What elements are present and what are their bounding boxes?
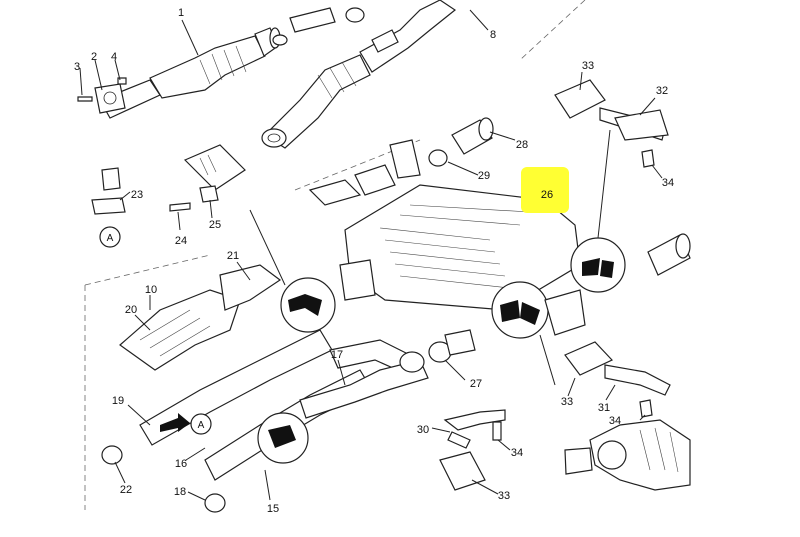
highlight-part-26: [521, 167, 569, 213]
part-label-8: 8: [490, 29, 496, 41]
detail-circle-hanger-right: [570, 129, 626, 293]
part-label-20: 20: [125, 304, 137, 316]
part-label-22: 22: [120, 484, 132, 496]
part-label-27: 27: [470, 378, 482, 390]
part-label-30: 30: [417, 424, 429, 436]
callout-a-upper: A: [99, 226, 121, 248]
callout-a-lower: A: [190, 413, 212, 435]
hanger-mid-right: [564, 341, 671, 418]
part-label-1: 1: [178, 7, 184, 19]
leader-lines: [79, 9, 663, 501]
part-label-18: 18: [174, 486, 186, 498]
part-label-2: 2: [91, 51, 97, 63]
arrow-to-a: [160, 413, 190, 432]
detail-circle-pipe-joint: [257, 412, 309, 464]
part-label-31: 31: [598, 402, 610, 414]
heat-shield-mount: [169, 144, 246, 212]
detail-circle-clamp: [491, 281, 586, 386]
part-label-24: 24: [175, 235, 187, 247]
gasket-and-bolts: [77, 77, 127, 114]
tailpipe-lower-right: [564, 419, 691, 491]
part-label-26: 26: [541, 189, 553, 201]
part-label-4: 4: [111, 51, 117, 63]
part-label-29: 29: [478, 170, 490, 182]
part-label-19: 19: [112, 395, 124, 407]
front-pipe-right: [261, 0, 457, 149]
part-label-33-top: 33: [582, 60, 594, 72]
part-label-3: 3: [74, 61, 80, 73]
part-label-17: 17: [331, 349, 343, 361]
part-label-16: 16: [175, 458, 187, 470]
part-label-34-lower: 34: [511, 447, 523, 459]
flange-gasket: [428, 329, 476, 363]
part-label-10: 10: [145, 284, 157, 296]
part-label-33-bottom: 33: [498, 490, 510, 502]
nut-bracket: [91, 167, 126, 215]
hanger-top-right: [554, 79, 669, 168]
top-clamps: [272, 7, 399, 53]
part-label-32: 32: [656, 85, 668, 97]
detail-circle-shield: [249, 209, 336, 333]
part-label-23: 23: [131, 189, 143, 201]
callout-a-lower-label: A: [198, 420, 205, 431]
part-label-34-top: 34: [662, 177, 674, 189]
heat-shield-lower: [119, 264, 282, 371]
part-labels: 1 2 3 4 8 10 15 16 17 18 19 20 21 22 23 …: [74, 7, 674, 515]
part-label-34-mid: 34: [609, 415, 621, 427]
part-label-33-mid: 33: [561, 396, 573, 408]
tailpipe-right: [647, 233, 691, 276]
rear-silencer: [308, 139, 581, 311]
tailpipe-and-clamp: [428, 117, 494, 167]
front-pipe-catalyst: [99, 27, 281, 119]
hanger-bracket-lower: [439, 409, 506, 491]
part-label-21: 21: [227, 250, 239, 262]
part-label-15: 15: [267, 503, 279, 515]
part-label-25: 25: [209, 219, 221, 231]
part-label-28: 28: [516, 139, 528, 151]
callout-a-upper-label: A: [107, 233, 114, 244]
